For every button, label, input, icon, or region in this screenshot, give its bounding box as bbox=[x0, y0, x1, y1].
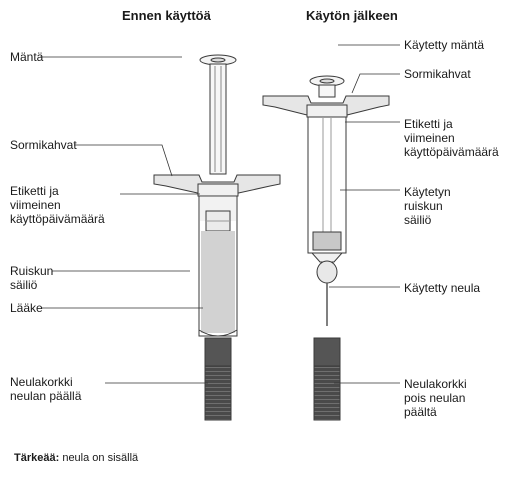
label-needle-cap-off: Neulakorkki pois neulan päältä bbox=[404, 377, 467, 419]
label-needle-cap: Neulakorkki neulan päällä bbox=[10, 375, 82, 403]
needle-hub bbox=[316, 260, 338, 284]
label-plunger: Mäntä bbox=[10, 50, 44, 64]
used-plunger-stopper bbox=[312, 231, 342, 251]
barrel-bottom bbox=[198, 329, 238, 337]
leader-lines bbox=[40, 44, 400, 384]
medicine-fill bbox=[201, 231, 235, 333]
used-syringe-barrel bbox=[307, 116, 347, 254]
plunger-head-inner bbox=[210, 57, 226, 63]
used-plunger-rod bbox=[318, 84, 336, 98]
label-medicine: Lääke bbox=[10, 301, 43, 315]
label-finger-grips: Sormikahvat bbox=[10, 138, 77, 152]
leader-right-finger-grips bbox=[351, 73, 400, 94]
header-before-use: Ennen käyttöä bbox=[122, 8, 211, 23]
label-right-finger-grips: Sormikahvat bbox=[404, 67, 471, 81]
used-plunger-head-inner bbox=[319, 78, 335, 84]
footer-note: Tärkeää: neula on sisällä bbox=[14, 452, 138, 465]
syringe-before bbox=[153, 54, 281, 421]
label-right-expiry: Etiketti ja viimeinen käyttöpäivämäärä bbox=[404, 117, 499, 159]
label-expiry: Etiketti ja viimeinen käyttöpäivämäärä bbox=[10, 184, 105, 226]
footer-note-text: neula on sisällä bbox=[59, 452, 139, 464]
used-barrel-tip bbox=[310, 252, 344, 263]
label-barrel: Ruiskun säiliö bbox=[10, 264, 54, 292]
header-after-use: Käytön jälkeen bbox=[306, 8, 398, 23]
label-used-plunger: Käytetty mäntä bbox=[404, 38, 485, 52]
label-used-barrel: Käytetyn ruiskun säiliö bbox=[404, 185, 451, 227]
leader-finger-grips bbox=[74, 144, 173, 177]
label-used-needle: Käytetty neula bbox=[404, 281, 481, 295]
syringe-after bbox=[262, 75, 390, 421]
footer-important: Tärkeää: bbox=[14, 452, 60, 464]
barrel-collar bbox=[197, 183, 239, 197]
removed-needle-cap-top bbox=[313, 337, 341, 367]
used-barrel-collar bbox=[306, 104, 348, 118]
plunger-rod bbox=[209, 63, 227, 175]
needle-cap-top bbox=[204, 337, 232, 367]
